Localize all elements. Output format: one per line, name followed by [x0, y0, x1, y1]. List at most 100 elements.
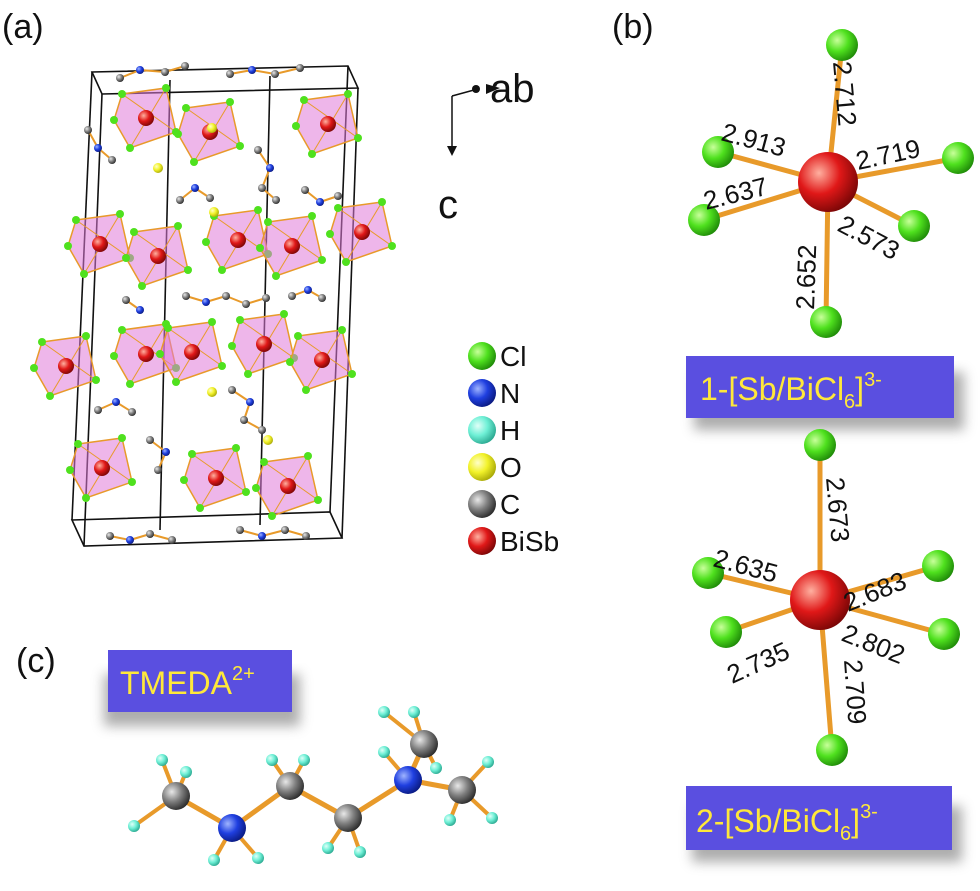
axis-ab-label: ab: [490, 67, 535, 111]
tmeda-name: TMEDA: [120, 665, 233, 701]
polyhedra-layer: [30, 84, 396, 520]
oxygen-atom: [207, 123, 217, 133]
title-subscript: 6: [844, 391, 855, 413]
title-superscript: 3-: [864, 369, 882, 391]
octahedron-1: 2.712 2.913 2.719 2.637 2.573 2.652: [688, 29, 974, 338]
cl-atom: [928, 618, 960, 650]
n-atom: [394, 766, 422, 794]
organic-fragment: [288, 286, 326, 302]
legend-swatch: [468, 342, 496, 370]
tmeda-title: TMEDA2+: [104, 650, 300, 726]
panel-label-b: (b): [612, 8, 654, 46]
cl-atom: [816, 734, 848, 766]
legend-label: O: [500, 452, 522, 483]
cl-atom: [710, 616, 742, 648]
polyhedron: [156, 318, 226, 386]
h-atom: [266, 754, 278, 766]
organic-fragment: [116, 62, 189, 82]
oxygen-atom: [263, 435, 273, 445]
octahedron-2: 2.673 2.635 2.683 2.735 2.802 2.709: [692, 429, 960, 766]
title-main: 1-[Sb/BiCl: [700, 371, 844, 407]
c-atom: [448, 776, 476, 804]
polyhedron: [122, 222, 192, 290]
legend-label: C: [500, 489, 520, 520]
title-subscript: 6: [840, 823, 851, 845]
organic-fragment: [228, 386, 266, 434]
cl-atom: [898, 210, 930, 242]
octahedron-1-title: 1-[Sb/BiCl6]3-: [686, 356, 964, 430]
polyhedron: [252, 452, 322, 520]
bond-length: 2.683: [839, 565, 911, 617]
organic-layer: [84, 62, 342, 544]
h-atom: [430, 762, 442, 774]
cl-atom: [702, 136, 734, 168]
organic-fragment: [236, 526, 310, 540]
axis-c-label: c: [438, 183, 458, 227]
h-atom: [486, 812, 498, 824]
h-atom: [180, 766, 192, 778]
polyhedron: [30, 332, 100, 400]
bond-length: 2.712: [827, 60, 863, 127]
panel-label-a: (a): [2, 8, 44, 46]
crystal-packing: [30, 62, 396, 547]
cl-atom: [826, 29, 858, 61]
c-atom: [162, 782, 190, 810]
legend-swatch: [468, 527, 496, 555]
polyhedron: [256, 212, 326, 280]
svg-text:1-[Sb/BiCl6]3-: 1-[Sb/BiCl6]3-: [700, 369, 882, 413]
bond-length: 2.652: [790, 244, 822, 310]
h-atom: [378, 746, 390, 758]
legend-label: H: [500, 415, 520, 446]
legend-swatch: [468, 379, 496, 407]
bond-length: 2.673: [820, 476, 856, 543]
h-atom: [444, 814, 456, 826]
cl-atom: [922, 550, 954, 582]
legend-label: Cl: [500, 341, 526, 372]
organic-fragment: [106, 530, 176, 544]
h-atom: [128, 820, 140, 832]
cl-atom: [688, 204, 720, 236]
h-atom: [322, 842, 334, 854]
title-superscript: 3-: [860, 801, 878, 823]
polyhedron: [110, 320, 180, 388]
legend-label: N: [500, 378, 520, 409]
organic-fragment: [176, 184, 214, 204]
organic-fragment: [84, 126, 116, 164]
polyhedron: [64, 210, 134, 278]
c-atom: [334, 804, 362, 832]
svg-text:2-[Sb/BiCl6]3-: 2-[Sb/BiCl6]3-: [696, 801, 878, 845]
axis-indicator: ab c: [438, 67, 535, 227]
oxygen-atom: [207, 387, 217, 397]
legend-swatch: [468, 416, 496, 444]
tmeda-charge: 2+: [232, 663, 255, 685]
h-atom: [378, 706, 390, 718]
organic-fragment: [182, 292, 270, 308]
cl-atom: [942, 142, 974, 174]
c-atom: [410, 730, 438, 758]
organic-fragment: [226, 64, 304, 78]
h-atom: [354, 846, 366, 858]
title-main: 2-[Sb/BiCl: [696, 803, 840, 839]
bisb-atom: [790, 570, 850, 630]
bisb-atom: [798, 152, 858, 212]
organic-fragment: [122, 296, 144, 314]
cl-atom: [804, 429, 836, 461]
c-atom: [276, 772, 304, 800]
polyhedron: [202, 206, 272, 274]
h-atom: [408, 706, 420, 718]
organic-fragment: [146, 436, 170, 474]
legend-swatch: [468, 453, 496, 481]
cl-atom: [810, 306, 842, 338]
legend-swatch: [468, 490, 496, 518]
octahedron-2-title: 2-[Sb/BiCl6]3-: [686, 786, 962, 862]
cl-atom: [692, 557, 724, 589]
polyhedron: [180, 444, 250, 512]
h-atom: [298, 754, 310, 766]
panel-label-c: (c): [16, 642, 56, 680]
polyhedron: [66, 434, 136, 502]
h-atom: [208, 854, 220, 866]
n-atom: [218, 814, 246, 842]
h-atom: [156, 754, 168, 766]
